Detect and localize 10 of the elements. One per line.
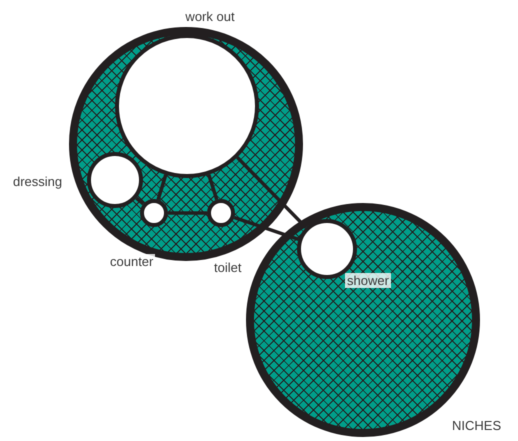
connector-line (168, 211, 207, 215)
zone-label: NICHES (452, 418, 502, 433)
room-label: counter (108, 254, 156, 269)
connector-line (236, 156, 308, 229)
room-label: work out (185, 9, 235, 24)
connector-line (135, 196, 144, 206)
connector-line (156, 174, 168, 200)
room-label: shower (345, 273, 391, 288)
room-label: dressing (13, 174, 62, 189)
room-label: toilet (212, 260, 244, 275)
